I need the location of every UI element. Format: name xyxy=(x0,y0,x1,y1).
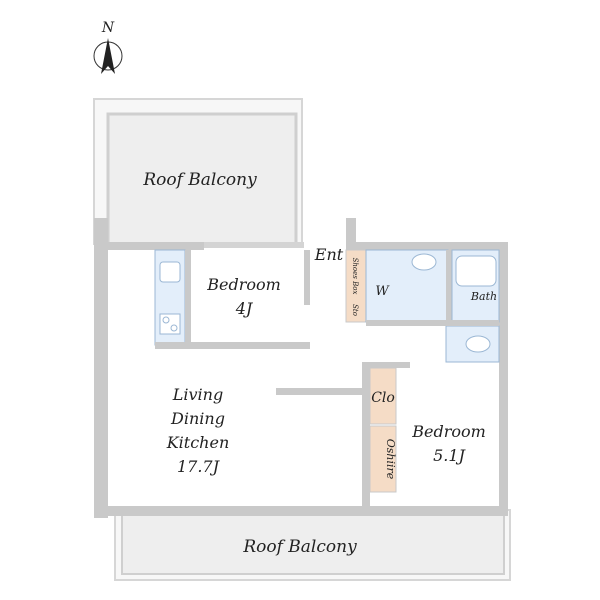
washroom-label: W xyxy=(375,284,390,299)
entrance-area xyxy=(310,249,367,323)
roof-balcony-top xyxy=(93,98,303,246)
oshiire-label: Oshiire xyxy=(384,439,397,480)
bath-label: Bath xyxy=(470,290,497,303)
compass-label: N xyxy=(101,20,115,36)
roof-balcony-top-label: Roof Balcony xyxy=(142,170,257,190)
closet-label: Clo xyxy=(371,390,395,406)
roof-balcony-bottom-label: Roof Balcony xyxy=(242,537,357,557)
bedroom-small-name: Bedroom xyxy=(206,275,281,294)
storage-label: Sto xyxy=(351,304,359,316)
ldk-label-line2: Dining xyxy=(170,409,225,428)
north-arrow-icon xyxy=(93,38,123,74)
bedroom-large-name: Bedroom xyxy=(411,422,486,441)
roof-balcony-bottom xyxy=(114,509,511,581)
wet-area xyxy=(365,249,500,363)
kitchen-counter xyxy=(154,249,186,346)
closets xyxy=(369,367,397,493)
ldk-label-line3: Kitchen xyxy=(166,433,230,452)
interior-walls xyxy=(276,362,410,510)
bedroom-small-walls xyxy=(155,250,310,349)
bedroom-large-size: 5.1J xyxy=(433,446,466,465)
shoes-box-label: Shoes Box xyxy=(351,258,359,295)
entrance-label: Ent xyxy=(314,245,344,264)
ldk-label-line1: Living xyxy=(172,385,223,404)
bedroom-small-size: 4J xyxy=(235,299,254,318)
ldk-size: 17.7J xyxy=(177,457,221,476)
